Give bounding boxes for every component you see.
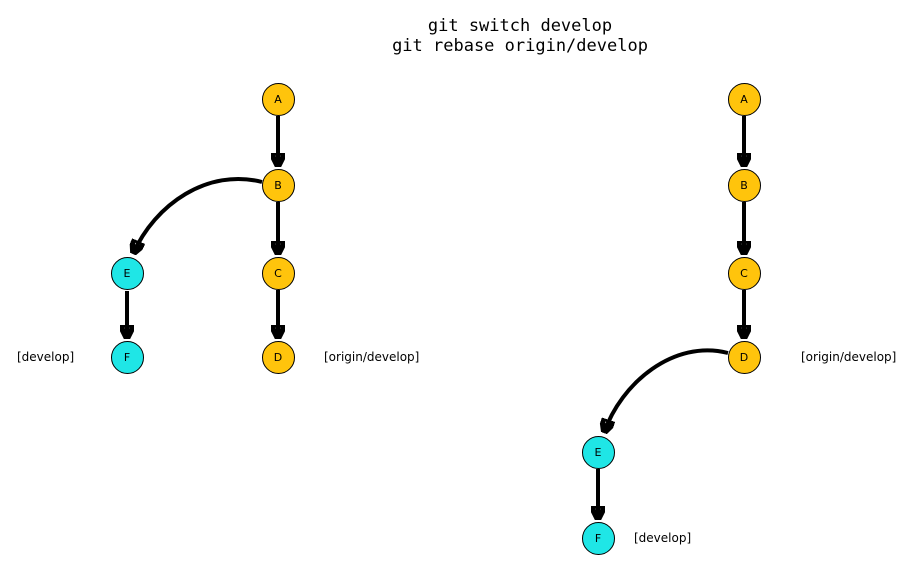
left-commit-F: F	[110, 340, 144, 374]
diagram-title: git switch develop git rebase origin/dev…	[392, 16, 648, 56]
right-commit-C: C	[727, 256, 761, 290]
left-commit-D: D	[261, 340, 295, 374]
arrow-left-b-e	[133, 176, 263, 254]
right-branch-label-origin-develop: [origin/develop]	[801, 350, 897, 364]
left-branch-label-origin-develop: [origin/develop]	[324, 350, 420, 364]
arrow-right-d-e	[604, 348, 729, 433]
right-branch-label-develop: [develop]	[634, 531, 692, 545]
left-commit-C: C	[261, 256, 295, 290]
right-commit-F: F	[581, 521, 615, 555]
diagram-title-line1: git switch develop	[427, 16, 613, 36]
left-commit-E: E	[110, 256, 144, 290]
right-commit-D: D	[727, 340, 761, 374]
left-branch-label-develop: [develop]	[17, 350, 75, 364]
left-commit-A: A	[261, 82, 295, 116]
diagram-title-line2: git rebase origin/develop	[392, 36, 648, 56]
right-commit-B: B	[727, 168, 761, 202]
left-commit-B: B	[261, 168, 295, 202]
right-commit-A: A	[727, 82, 761, 116]
right-commit-E: E	[581, 435, 615, 469]
